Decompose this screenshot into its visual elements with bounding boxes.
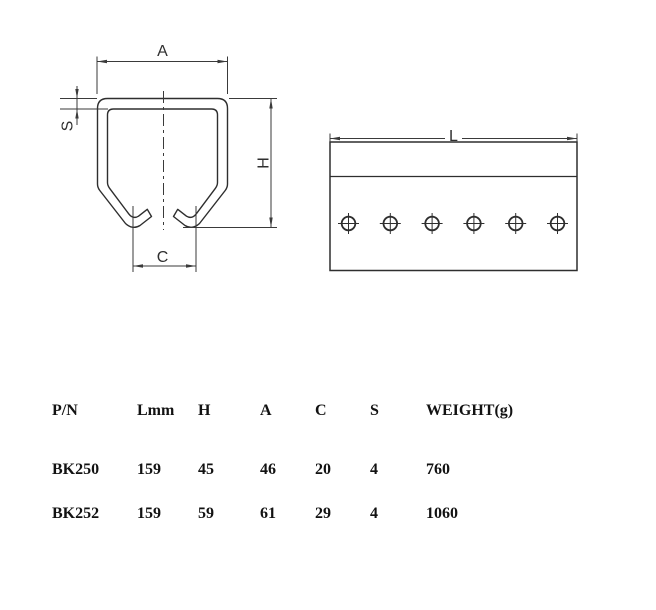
header-s: S — [370, 402, 379, 419]
cell-pn: BK252 — [52, 505, 100, 522]
header-h: H — [198, 402, 211, 419]
cell-c: 20 — [315, 461, 331, 478]
channel-profile-outline — [96, 97, 229, 229]
cell-h: 59 — [198, 505, 214, 522]
header-pn: P/N — [52, 402, 78, 419]
drill-hole — [547, 213, 568, 234]
side-view-body — [329, 141, 578, 272]
cell-c: 29 — [315, 505, 331, 522]
drill-holes — [338, 213, 568, 234]
header-a: A — [260, 402, 272, 419]
dimension-h-label: H — [256, 157, 273, 169]
drill-hole — [379, 213, 401, 234]
dimension-c-label: C — [157, 249, 169, 266]
cell-lmm: 159 — [137, 505, 161, 522]
cell-s: 4 — [370, 505, 378, 522]
table-row: BK252 159 59 61 29 4 1060 — [52, 504, 612, 523]
table-header-row: P/N Lmm H A C S WEIGHT(g) — [52, 401, 612, 420]
cell-pn: BK250 — [52, 461, 100, 478]
dimension-a-label: A — [157, 43, 168, 60]
cell-a: 46 — [260, 461, 276, 478]
drill-hole — [421, 213, 443, 234]
header-weight: WEIGHT(g) — [426, 402, 514, 419]
drill-hole — [338, 213, 359, 234]
dimension-s: S — [60, 86, 108, 132]
dimension-h: H — [183, 98, 277, 228]
dimension-l-label: L — [449, 128, 458, 145]
drill-hole — [463, 213, 485, 234]
cell-weight: 1060 — [426, 505, 458, 522]
drill-hole — [505, 213, 527, 234]
cell-s: 4 — [370, 461, 378, 478]
channel-side-view-diagram: L — [329, 128, 578, 272]
dimension-a: A — [96, 43, 228, 94]
dimension-s-label: S — [60, 121, 77, 132]
table-row: BK250 159 45 46 20 4 760 — [52, 460, 612, 479]
dimension-c: C — [132, 206, 197, 272]
header-lmm: Lmm — [137, 402, 175, 419]
header-c: C — [315, 402, 327, 419]
cell-lmm: 159 — [137, 461, 161, 478]
c-channel-cross-section-diagram: A S H — [60, 43, 277, 272]
cell-h: 45 — [198, 461, 214, 478]
dimension-l: L — [329, 128, 578, 145]
cell-a: 61 — [260, 505, 276, 522]
cell-weight: 760 — [426, 461, 450, 478]
